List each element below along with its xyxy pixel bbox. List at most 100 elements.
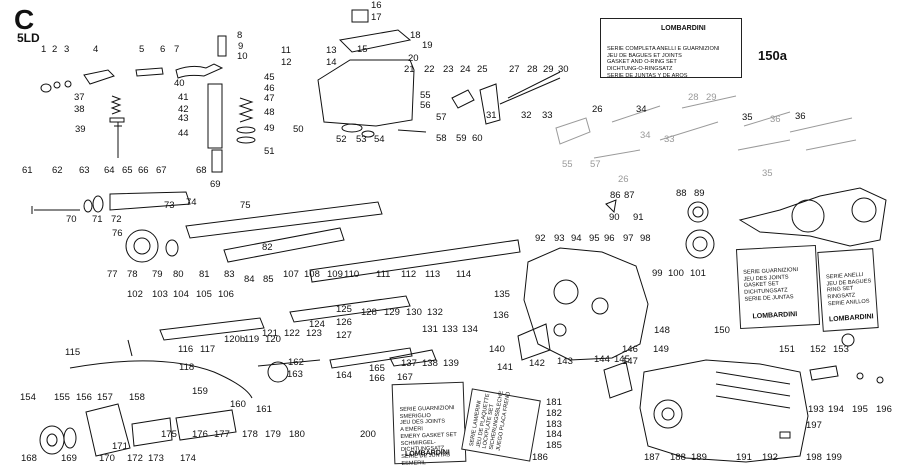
callout-98: 98 xyxy=(640,233,651,244)
callout-10: 10 xyxy=(237,51,248,62)
callout-25: 25 xyxy=(477,64,488,75)
callout-3: 3 xyxy=(64,44,69,55)
callout-13: 13 xyxy=(326,45,337,56)
callout-83: 83 xyxy=(224,269,235,280)
callout-143: 143 xyxy=(557,356,573,367)
callout-72: 72 xyxy=(111,214,122,225)
callout-133: 133 xyxy=(442,324,458,335)
callout-48: 48 xyxy=(264,107,275,118)
callout-189: 189 xyxy=(691,452,707,463)
callout-20: 20 xyxy=(408,53,419,64)
callout-36-variant: 36 xyxy=(770,114,781,125)
callout-55-variant: 55 xyxy=(562,159,573,170)
kit-brand: LOMBARDINI xyxy=(752,311,798,321)
callout-181: 181 xyxy=(546,397,562,408)
callout-46: 46 xyxy=(264,83,275,94)
callout-164: 164 xyxy=(336,370,352,381)
callout-147: 147 xyxy=(622,356,638,367)
callout-12: 12 xyxy=(281,57,292,68)
callout-77: 77 xyxy=(107,269,118,280)
callout-8: 8 xyxy=(237,30,242,41)
callout-6: 6 xyxy=(160,44,165,55)
callout-71: 71 xyxy=(92,214,103,225)
callout-18: 18 xyxy=(410,30,421,41)
callout-159: 159 xyxy=(192,386,208,397)
callout-27: 27 xyxy=(509,64,520,75)
callout-122: 122 xyxy=(284,328,300,339)
callout-171: 171 xyxy=(112,441,128,452)
callout-36: 36 xyxy=(795,111,806,122)
callout-26-variant: 26 xyxy=(618,174,629,185)
kit-brand: LOMBARDINI xyxy=(828,313,874,324)
engine-model: 5LD xyxy=(17,31,40,45)
callout-121: 121 xyxy=(262,328,278,339)
callout-63: 63 xyxy=(79,165,90,176)
callout-110: 110 xyxy=(344,269,359,280)
callout-172: 172 xyxy=(127,453,143,464)
callout-199: 199 xyxy=(826,452,842,463)
callout-198: 198 xyxy=(806,452,822,463)
callout-153: 153 xyxy=(833,344,849,355)
gasket-kit-box-150a: LOMBARDINI SERIE COMPLETA ANELLI E GUARN… xyxy=(600,18,742,79)
callout-160: 160 xyxy=(230,399,246,410)
emery-gasket-kit-box-200: SERIE GUARNIZIONI SMERIGLIO JEU DES JOIN… xyxy=(391,381,467,467)
callout-194: 194 xyxy=(828,404,844,415)
callout-81: 81 xyxy=(199,269,210,280)
callout-57-variant: 57 xyxy=(590,159,601,170)
callout-91: 91 xyxy=(633,212,644,223)
callout-9: 9 xyxy=(238,41,243,52)
callout-61: 61 xyxy=(22,165,33,176)
callout-89: 89 xyxy=(694,188,705,199)
callout-60: 60 xyxy=(472,133,483,144)
callout-161: 161 xyxy=(256,404,272,415)
callout-99: 99 xyxy=(652,268,663,279)
kit-line: GASKET AND O-RING SET xyxy=(607,59,677,66)
callout-4: 4 xyxy=(93,44,98,55)
callout-43: 43 xyxy=(178,113,189,124)
callout-182: 182 xyxy=(546,408,562,419)
callout-148: 148 xyxy=(654,325,670,336)
callout-62: 62 xyxy=(52,165,63,176)
callout-32: 32 xyxy=(521,110,532,121)
callout-195: 195 xyxy=(852,404,868,415)
callout-97: 97 xyxy=(623,233,634,244)
callout-100: 100 xyxy=(668,268,684,279)
camshafts xyxy=(31,191,521,283)
callout-187: 187 xyxy=(644,452,660,463)
callout-191: 191 xyxy=(736,452,752,463)
callout-149: 149 xyxy=(653,344,669,355)
callout-166: 166 xyxy=(369,373,385,384)
callout-58: 58 xyxy=(436,133,447,144)
callout-103: 103 xyxy=(152,289,168,300)
callout-113: 113 xyxy=(425,269,440,280)
callout-200: 200 xyxy=(360,429,376,440)
callout-39: 39 xyxy=(75,124,86,135)
callout-137: 137 xyxy=(401,358,417,369)
callout-117: 117 xyxy=(200,344,215,355)
callout-146: 146 xyxy=(622,344,638,355)
callout-40: 40 xyxy=(174,78,185,89)
callout-28: 28 xyxy=(527,64,538,75)
kit-line: DICHTUNG-O-RINGSATZ xyxy=(607,66,673,73)
callout-85: 85 xyxy=(263,274,274,285)
callout-31: 31 xyxy=(486,110,497,121)
callout-96: 96 xyxy=(604,233,615,244)
callout-151: 151 xyxy=(779,344,795,355)
callout-176: 176 xyxy=(192,429,208,440)
callout-168: 168 xyxy=(21,453,37,464)
callout-162: 162 xyxy=(288,357,304,368)
callout-88: 88 xyxy=(676,188,687,199)
callout-177: 177 xyxy=(214,429,230,440)
variant-rocker-parts xyxy=(555,95,857,159)
callout-37: 37 xyxy=(74,92,85,103)
callout-105: 105 xyxy=(196,289,212,300)
callout-80: 80 xyxy=(173,269,184,280)
callout-2: 2 xyxy=(52,44,57,55)
callout-19: 19 xyxy=(422,40,433,51)
callout-92: 92 xyxy=(535,233,546,244)
fuel-line xyxy=(69,339,253,399)
callout-154: 154 xyxy=(20,392,36,403)
lockplate-kit-box-181: SERIE LAMIERINI JEU DE PLAQUETTE LOCKPLA… xyxy=(461,388,541,462)
callout-142: 142 xyxy=(529,358,545,369)
